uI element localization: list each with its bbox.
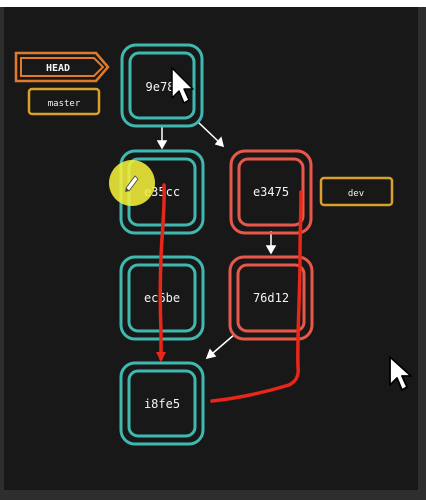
arrowhead: [265, 245, 277, 255]
top-border: [0, 0, 426, 7]
cursor-arrow-icon: [389, 356, 412, 391]
commit-node-76d12: 76d12: [228, 255, 314, 341]
master-branch-label: master: [27, 87, 101, 116]
annotation-stroke-branch: [158, 183, 166, 361]
arrowhead: [214, 136, 225, 148]
connector-c1-c5: [197, 121, 220, 143]
head-pointer: HEAD: [14, 51, 110, 83]
head-label: HEAD: [46, 63, 70, 74]
commit-hash: 76d12: [253, 291, 289, 305]
commit-node-e3475: e3475: [229, 149, 313, 235]
master-label: master: [48, 99, 81, 109]
connector-c6-c4: [212, 333, 236, 354]
commit-node-9e78: 9e78: [120, 43, 204, 128]
git-graph: HEAD master dev: [14, 43, 394, 446]
annotation-arrowhead: [156, 352, 166, 362]
diagram-canvas: HEAD master dev: [4, 7, 418, 490]
dev-branch-label: dev: [319, 176, 394, 207]
annotation-stroke-merge: [210, 190, 303, 403]
commit-hash: 9e78: [146, 80, 175, 94]
commit-hash: e3475: [253, 185, 289, 199]
cursor-arrow-icon: [171, 67, 194, 104]
pencil-highlight-icon: [109, 160, 155, 206]
dev-label: dev: [348, 189, 364, 199]
arrowhead: [156, 140, 168, 150]
commit-node-i8fe5: i8fe5: [119, 361, 205, 446]
commit-hash: i8fe5: [144, 397, 180, 411]
commit-connectors: [156, 121, 277, 360]
arrowhead: [205, 348, 217, 360]
